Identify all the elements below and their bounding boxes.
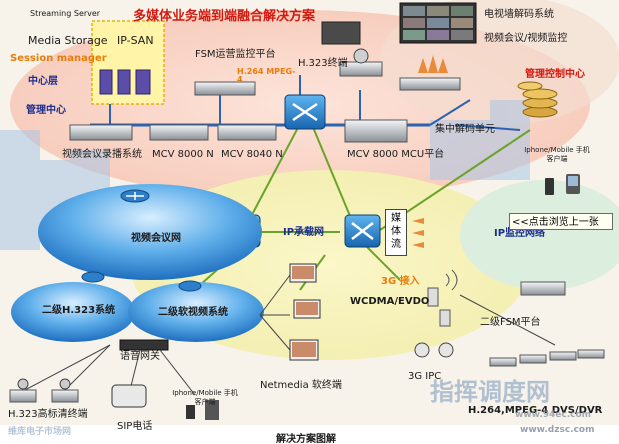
fsm-platform-label: FSM运营监控平台 — [195, 49, 276, 60]
3g-ipc-label: 3G IPC — [408, 371, 442, 382]
watermark-zhihui: 指挥调度网 — [430, 378, 550, 406]
3g-antenna — [427, 269, 458, 307]
mobile-client-top-label: Iphone/Mobile 手机客户端 — [524, 146, 590, 163]
video-wall-label: 电视墙解码系统 — [484, 9, 554, 20]
watermark-url: www.dzsc.com — [520, 425, 595, 435]
soft-video-cloud — [128, 282, 264, 342]
sip-phone-label: SIP电话 — [117, 421, 153, 432]
central-decode-label: 集中解码单元 — [435, 124, 495, 135]
media-stream-label: 媒体流 — [391, 213, 401, 250]
media-storage-label: Media Storage — [28, 34, 108, 47]
storage-servers — [99, 69, 151, 95]
mgmt-center-stack — [517, 81, 558, 118]
video-conf-monitor-label: 视频会议/视频监控 — [484, 33, 568, 44]
dvs-dvr-label: H.264,MPEG-4 DVS/DVR — [468, 405, 603, 416]
watermark-url-94ec: www.94ec.com — [515, 410, 592, 420]
codec-label: H.264 MPEG-4 — [237, 67, 296, 84]
mcu-platform-label: MCV 8000 MCU平台 — [347, 149, 445, 160]
prev-image-link[interactable]: <<点击浏览上一张 — [509, 213, 613, 230]
h323-terminal-label: H.323终端 — [298, 58, 348, 69]
video-wall — [399, 2, 477, 44]
netmedia-terminals — [289, 263, 321, 361]
dvs-units — [489, 349, 605, 367]
video-conf-cloud — [38, 184, 262, 280]
diagram-caption: 解决方案图解 — [276, 434, 336, 444]
h323-screen — [321, 21, 361, 45]
video-conf-net-label: 视频会议网 — [131, 233, 181, 244]
soft-video-level2-label: 二级软视频系统 — [158, 307, 228, 318]
ipc-cameras — [414, 309, 454, 358]
access-switch-right — [344, 214, 381, 248]
fsm-level2-device — [520, 281, 566, 296]
mcv8040n-label: MCV 8040 N — [221, 149, 283, 160]
watermark-dzsc: 维库电子市场网 — [8, 427, 72, 437]
hd-terminal-label: H.323高标清终端 — [8, 409, 88, 420]
voice-gateway-label: 语音网关 — [120, 351, 160, 362]
netmedia-label: Netmedia 软终端 — [260, 380, 342, 391]
bottom-links — [24, 274, 556, 396]
center-layer-label: 中心层 — [28, 76, 58, 87]
wcdma-label: WCDMA/EVDO — [350, 296, 430, 307]
cloud-router — [120, 189, 150, 203]
streaming-server-label: Streaming Server — [30, 9, 101, 18]
upload-arrows — [418, 55, 448, 73]
ip-bearer-label: IP承载网 — [283, 227, 325, 238]
mobile-client-bottom-label: Iphone/Mobile 手机客户端 — [172, 389, 238, 406]
mgmt-control-label: 管理控制中心 — [525, 69, 585, 80]
h323-level2-label: 二级H.323系统 — [42, 305, 116, 316]
sip-phone-graphic — [111, 384, 147, 408]
mcv8000n-label: MCV 8000 N — [152, 149, 214, 160]
management-center-label: 管理中心 — [26, 105, 66, 116]
session-manager-label: Session manager — [10, 53, 107, 64]
ip-san-label: IP-SAN — [117, 34, 154, 47]
ip-monitor-label: IP监控网络 — [494, 228, 546, 239]
3g-access-label: 3G 接入 — [381, 276, 420, 287]
h323-cloud — [11, 282, 135, 342]
core-switch — [284, 94, 326, 130]
hd-terminals — [9, 378, 79, 403]
voice-gateway-box — [119, 339, 169, 351]
recording-system-label: 视频会议录播系统 — [62, 149, 142, 160]
media-stream-box: 媒体流 — [385, 209, 407, 256]
core-devices — [69, 81, 408, 143]
fsm-level2-label: 二级FSM平台 — [480, 317, 541, 328]
stream-arrows — [412, 218, 424, 248]
diagram-title: 多媒体业务端到端融合解决方案 — [133, 9, 316, 24]
monitor-zone — [460, 180, 619, 290]
